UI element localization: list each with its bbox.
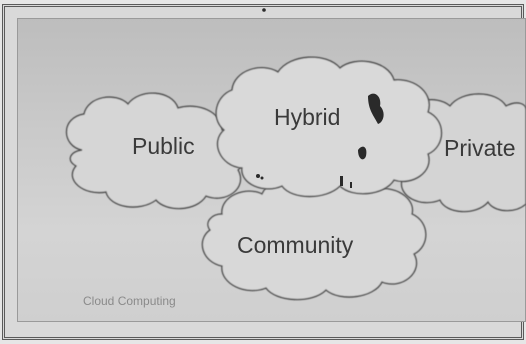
scan-artifacts <box>256 8 384 188</box>
cloud-hybrid <box>215 56 443 198</box>
footer-caption: Cloud Computing <box>83 294 176 308</box>
node-community-label: Community <box>237 232 354 258</box>
node-private-label: Private <box>444 135 516 161</box>
node-hybrid-label: Hybrid <box>274 104 341 130</box>
cloud-public <box>66 92 246 210</box>
node-public-label: Public <box>132 133 195 159</box>
